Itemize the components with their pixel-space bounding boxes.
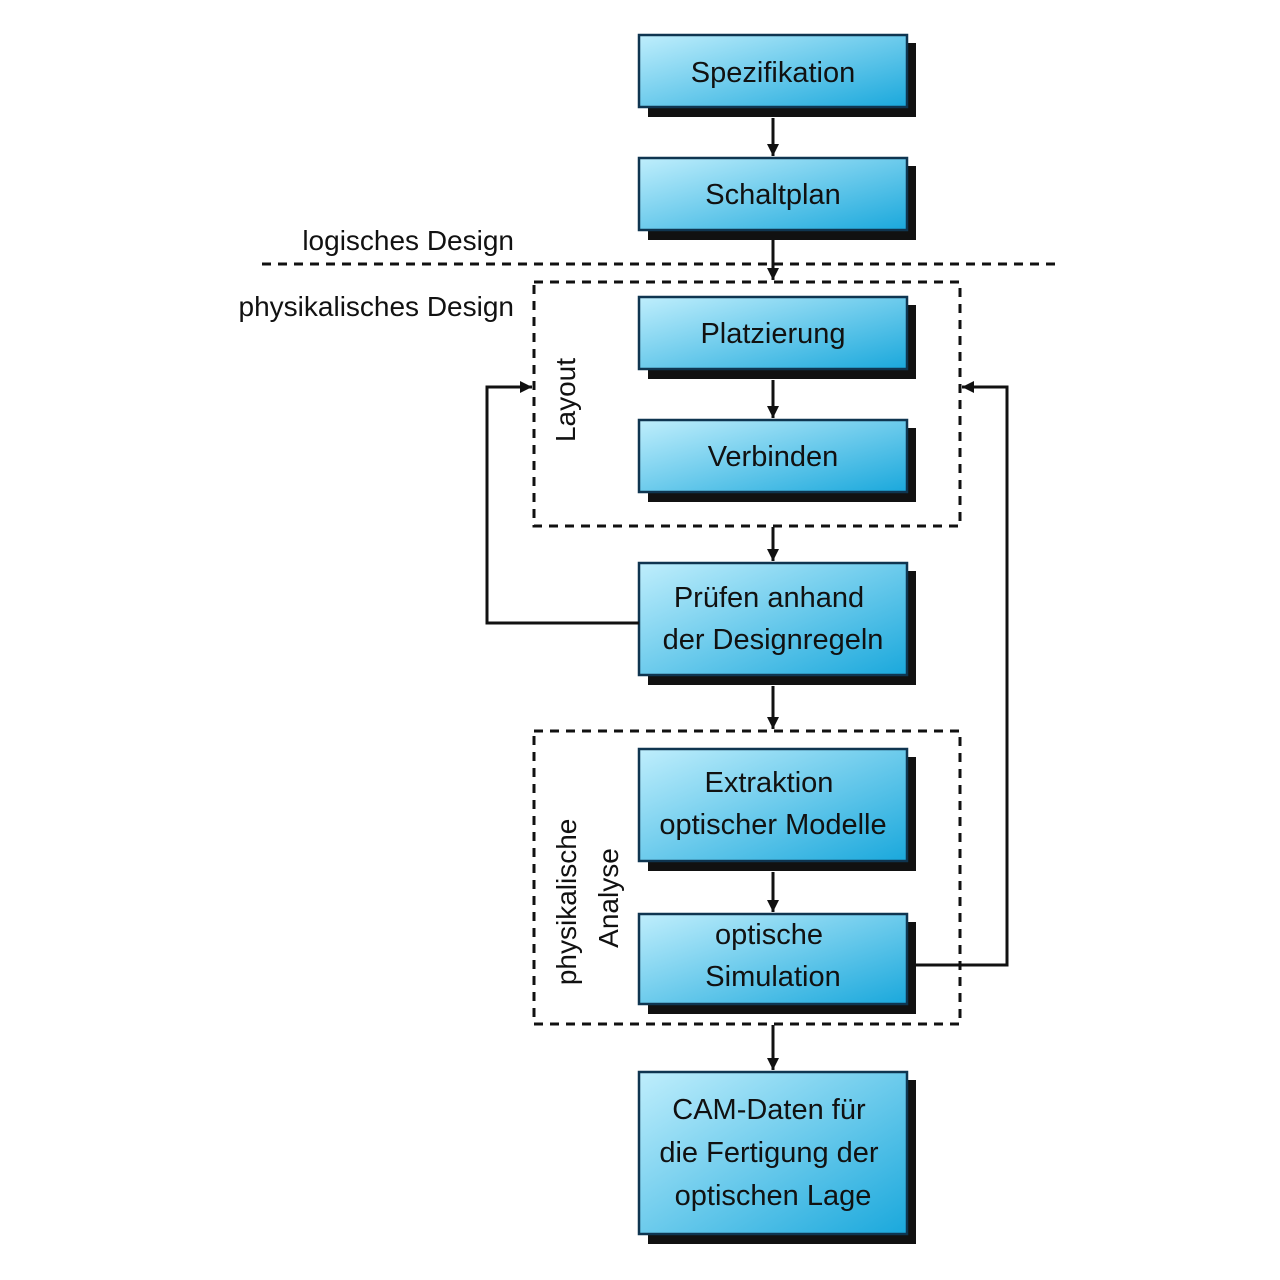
step-schematic: Schaltplan [637, 156, 916, 240]
step-label: CAM-Daten für die Fertigung der optische… [659, 1094, 886, 1212]
step-label-line: optischer Modelle [659, 809, 886, 841]
step-label: Platzierung [700, 318, 845, 350]
analysis-group-label: physikalische Analyse [551, 811, 624, 985]
step-label-line: CAM-Daten für [672, 1094, 866, 1126]
step-label-line: Verbinden [708, 441, 839, 473]
step-label-line: Prüfen anhand [674, 582, 864, 614]
step-label: Schaltplan [705, 179, 840, 211]
step-label-line: Extraktion [704, 767, 833, 799]
step-drc: Prüfen anhand der Designregeln [637, 561, 916, 685]
step-box [637, 418, 909, 494]
step-label: Spezifikation [691, 57, 855, 89]
step-box [637, 912, 909, 1006]
step-routing: Verbinden [637, 418, 916, 502]
step-label-line: Simulation [705, 961, 840, 993]
layout-group-label-line: Layout [550, 358, 581, 442]
step-specification: Spezifikation [637, 33, 916, 117]
layout-group-frame [532, 280, 962, 528]
feedback-arrow-drc-to-layout [485, 381, 639, 625]
analysis-group-label-line: physikalische [551, 819, 582, 986]
step-label-line: Platzierung [700, 318, 845, 350]
step-placement: Platzierung [637, 295, 916, 379]
step-cam: CAM-Daten für die Fertigung der optische… [637, 1070, 916, 1244]
step-label: Prüfen anhand der Designregeln [663, 582, 884, 656]
step-label: Extraktion optischer Modelle [659, 767, 886, 841]
step-label-line: Spezifikation [691, 57, 855, 89]
analysis-group-label-line: Analyse [593, 848, 624, 948]
step-label: optische Simulation [705, 919, 840, 993]
physical-design-label: physikalisches Design [239, 291, 514, 322]
step-box [637, 33, 909, 109]
step-label-line: optischen Lage [675, 1180, 872, 1212]
step-box [637, 156, 909, 232]
analysis-group-frame [532, 729, 962, 1026]
step-box [637, 747, 909, 863]
step-simulation: optische Simulation [637, 912, 916, 1014]
step-box [637, 1070, 909, 1236]
logical-design-label: logisches Design [302, 225, 514, 256]
step-label-line: optische [715, 919, 823, 951]
step-label: Verbinden [708, 441, 839, 473]
step-label-line: die Fertigung der [659, 1137, 879, 1169]
step-extraction: Extraktion optischer Modelle [637, 747, 916, 871]
step-box [637, 561, 909, 677]
layout-group-label: Layout [550, 358, 581, 442]
feedback-arrow-simulation-to-layout [916, 381, 1009, 967]
step-label-line: Schaltplan [705, 179, 840, 211]
step-box [637, 295, 909, 371]
step-label-line: der Designregeln [663, 624, 884, 656]
